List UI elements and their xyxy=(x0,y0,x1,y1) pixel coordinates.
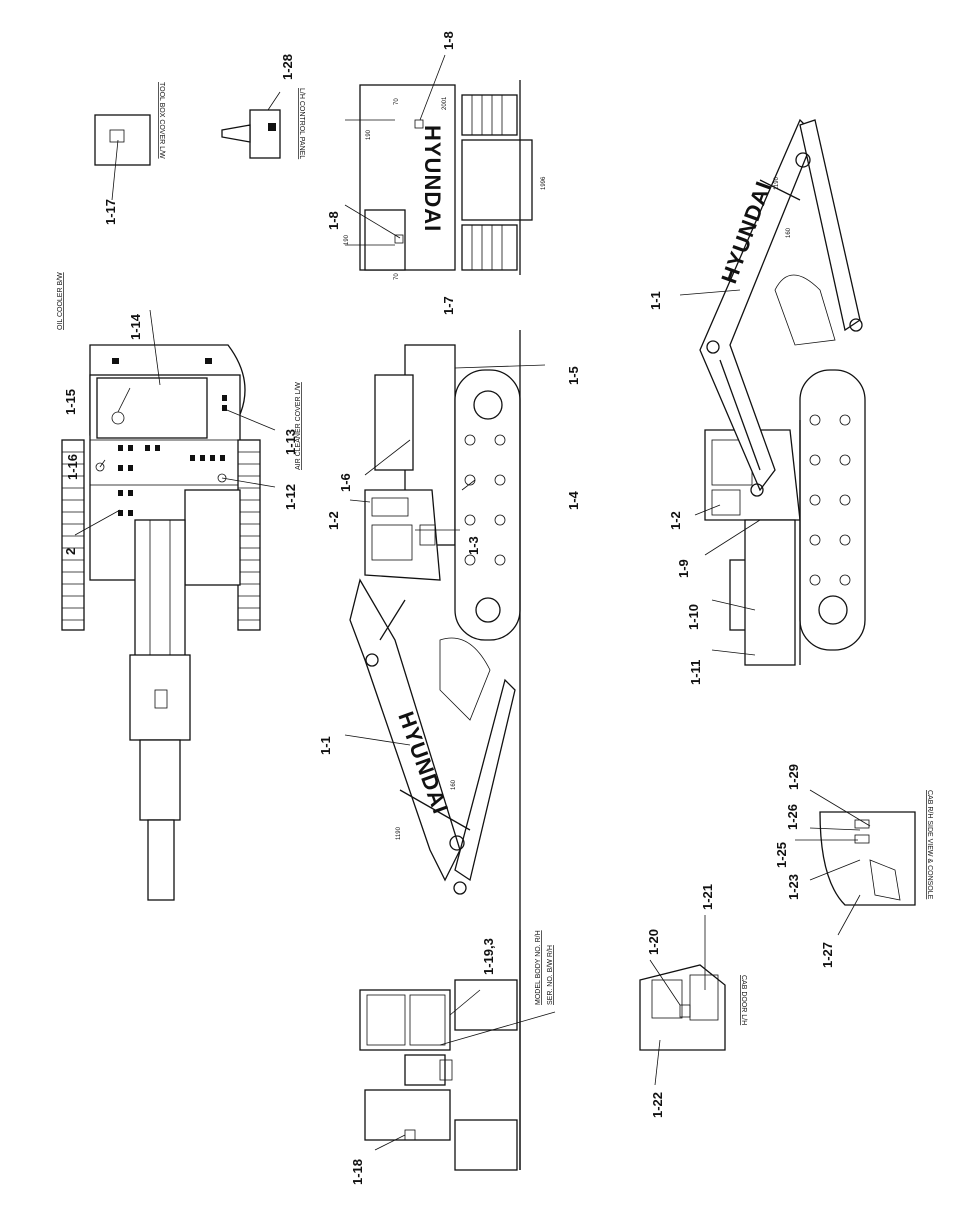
callout-1-6: 1-6 xyxy=(338,473,353,492)
top-view-machine xyxy=(61,344,261,901)
callout-1-3: 1-3 xyxy=(466,536,481,555)
callout-1-21: 1-21 xyxy=(700,884,715,910)
caption-model-body: MODEL BODY NO. R/H xyxy=(535,930,542,1005)
caption-air-cleaner: AIR CLEANER COVER L/W xyxy=(295,382,302,470)
callout-1-1-left: 1-1 xyxy=(318,736,333,755)
caption-ser-no: SER. NO. B/W R/H xyxy=(547,945,554,1005)
caption-tool-box-cover: TOOL BOX COVER L/W xyxy=(158,82,165,159)
callout-1-14: 1-14 xyxy=(128,313,143,340)
dimension-160-right: 160 xyxy=(786,227,792,238)
callout-1-13: 1-13 xyxy=(283,429,298,455)
caption-oil-cooler: OIL COOLER B/W xyxy=(57,272,64,330)
right-side-view-machine xyxy=(699,118,866,666)
left-side-view-machine xyxy=(349,330,521,1170)
callout-1-26: 1-26 xyxy=(785,804,800,830)
callout-1-19-3: 1-19,3 xyxy=(481,938,496,975)
callout-1-25: 1-25 xyxy=(774,842,789,868)
callout-1-17: 1-17 xyxy=(103,199,118,225)
callout-1-23: 1-23 xyxy=(786,874,801,900)
callout-1-27: 1-27 xyxy=(820,942,835,968)
model-body-view-machine xyxy=(359,930,521,1171)
leader-lines xyxy=(74,54,871,1151)
dimension-70-bottom: 70 xyxy=(394,273,400,280)
callout-1-5: 1-5 xyxy=(566,366,581,385)
dimension-160-left: 160 xyxy=(451,779,457,790)
callout-1-2-left: 1-2 xyxy=(326,511,341,530)
dimension-2001: 2001 xyxy=(442,96,448,110)
caption-cab-console: CAB R/H SIDE VIEW & CONSOLE xyxy=(926,790,933,900)
callout-1-29: 1-29 xyxy=(786,764,801,790)
callout-1-11: 1-11 xyxy=(688,660,703,685)
brand-text-rear: HYUNDAI xyxy=(420,125,445,232)
callout-1-10: 1-10 xyxy=(686,604,701,630)
dimension-1190-right: 1190 xyxy=(774,176,780,190)
callout-1-18: 1-18 xyxy=(350,1159,365,1185)
caption-control-panel: L/H CONTROL PANEL xyxy=(298,88,305,159)
callout-2: 2 xyxy=(63,548,78,555)
callout-1-15: 1-15 xyxy=(63,389,78,415)
control-panel-detail xyxy=(221,109,281,159)
caption-cab-door: CAB DOOR L/H xyxy=(740,975,747,1025)
callout-1-8-bottom: 1-8 xyxy=(326,211,341,230)
callout-1-7: 1-7 xyxy=(441,296,456,315)
callout-1-9: 1-9 xyxy=(676,559,691,578)
callout-1-28: 1-28 xyxy=(280,54,295,80)
cab-door-detail xyxy=(639,964,726,1051)
callout-1-2-right: 1-2 xyxy=(668,511,683,530)
callout-1-1-right: 1-1 xyxy=(648,291,663,310)
dimension-190-bottom: 190 xyxy=(344,234,350,245)
cab-console-detail xyxy=(819,811,916,906)
tool-box-cover-detail xyxy=(94,114,151,166)
callout-1-22: 1-22 xyxy=(650,1092,665,1118)
callout-1-8-top: 1-8 xyxy=(441,31,456,50)
callout-1-4: 1-4 xyxy=(566,490,581,510)
dimension-70-top: 70 xyxy=(394,98,400,105)
dimension-1996: 1996 xyxy=(541,176,547,190)
dimension-190-top: 190 xyxy=(366,129,372,140)
callout-1-12: 1-12 xyxy=(283,484,298,510)
rear-view-machine xyxy=(345,80,533,275)
callout-1-20: 1-20 xyxy=(646,929,661,955)
callout-1-16: 1-16 xyxy=(65,454,80,480)
dimension-1190-left: 1190 xyxy=(396,826,402,840)
